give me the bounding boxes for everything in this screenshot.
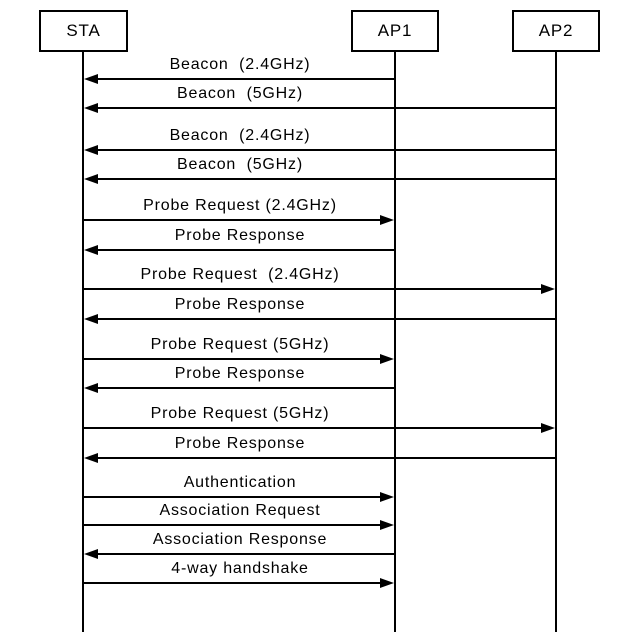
actor-label-sta: STA (66, 21, 101, 40)
arrowhead-right-icon (541, 284, 555, 294)
message-line (96, 318, 556, 320)
arrowhead-left-icon (84, 145, 98, 155)
message-line (84, 219, 381, 221)
message-line (84, 496, 381, 498)
arrowhead-right-icon (380, 492, 394, 502)
message-line (84, 524, 381, 526)
arrowhead-left-icon (84, 245, 98, 255)
message-label: Probe Request (5GHz) (150, 405, 330, 422)
arrowhead-left-icon (84, 103, 98, 113)
message-label: Beacon (5GHz) (177, 85, 303, 102)
message-line (96, 387, 395, 389)
arrowhead-left-icon (84, 74, 98, 84)
message-label: Probe Request (5GHz) (150, 336, 330, 353)
arrowhead-right-icon (541, 423, 555, 433)
message-line (96, 149, 556, 151)
arrowhead-right-icon (380, 215, 394, 225)
actor-label-ap1: AP1 (377, 21, 413, 40)
sta-lifeline (82, 52, 84, 632)
message-line (84, 358, 381, 360)
message-label: Probe Request (2.4GHz) (140, 266, 340, 283)
message-line (96, 78, 395, 80)
message-line (84, 427, 542, 429)
message-line (96, 107, 556, 109)
actor-box-sta: STA (39, 10, 128, 52)
message-label: Beacon (5GHz) (177, 156, 303, 173)
message-label: Probe Request (2.4GHz) (143, 197, 337, 214)
actor-label-ap2: AP2 (538, 21, 574, 40)
message-label: Beacon (2.4GHz) (169, 56, 311, 73)
message-label: Probe Response (174, 365, 306, 382)
arrowhead-left-icon (84, 549, 98, 559)
message-label: Association Request (159, 502, 321, 519)
message-label: Probe Response (174, 435, 306, 452)
message-line (84, 288, 542, 290)
arrowhead-left-icon (84, 383, 98, 393)
arrowhead-right-icon (380, 520, 394, 530)
ap1-lifeline (394, 52, 396, 632)
message-label: Authentication (183, 474, 297, 491)
message-label: Probe Response (174, 296, 306, 313)
arrowhead-left-icon (84, 314, 98, 324)
message-label: Association Response (152, 531, 328, 548)
message-label: 4-way handshake (171, 560, 309, 577)
message-label: Beacon (2.4GHz) (169, 127, 311, 144)
arrowhead-right-icon (380, 354, 394, 364)
message-line (96, 553, 395, 555)
message-line (84, 582, 381, 584)
message-label: Probe Response (174, 227, 306, 244)
actor-box-ap2: AP2 (512, 10, 600, 52)
arrowhead-right-icon (380, 578, 394, 588)
arrowhead-left-icon (84, 453, 98, 463)
arrowhead-left-icon (84, 174, 98, 184)
message-line (96, 249, 395, 251)
message-line (96, 457, 556, 459)
actor-box-ap1: AP1 (351, 10, 439, 52)
ap2-lifeline (555, 52, 557, 632)
message-line (96, 178, 556, 180)
